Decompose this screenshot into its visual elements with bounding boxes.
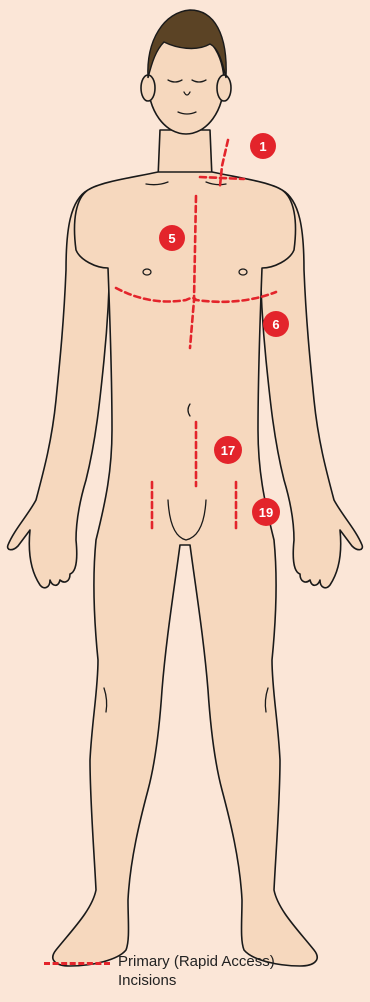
marker-19: 19 xyxy=(252,498,280,526)
legend-dashed-line xyxy=(44,962,110,965)
marker-1: 1 xyxy=(250,133,276,159)
legend-text-line1: Primary (Rapid Access) xyxy=(118,952,338,971)
marker-5: 5 xyxy=(159,225,185,251)
marker-label: 17 xyxy=(221,443,235,458)
marker-6: 6 xyxy=(263,311,289,337)
marker-label: 5 xyxy=(168,231,175,246)
legend-label: Primary (Rapid Access) Incisions xyxy=(118,952,338,990)
legend: Primary (Rapid Access) Incisions xyxy=(44,952,344,998)
left-ear xyxy=(141,75,155,101)
right-ear xyxy=(217,75,231,101)
neck xyxy=(158,130,212,178)
marker-label: 6 xyxy=(272,317,279,332)
marker-label: 19 xyxy=(259,505,273,520)
marker-17: 17 xyxy=(214,436,242,464)
legend-text-line2: Incisions xyxy=(118,971,338,990)
marker-label: 1 xyxy=(259,139,266,154)
body-silhouette xyxy=(8,30,363,966)
